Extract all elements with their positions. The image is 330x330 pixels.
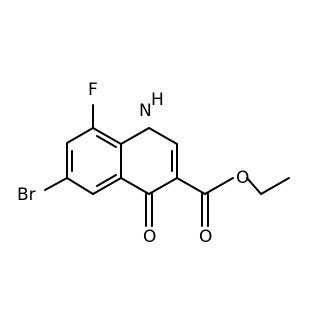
bond-n1-c2 — [148, 127, 178, 145]
ester-carbonyl-oxygen-label: O — [199, 227, 212, 247]
bond-ester-c-o — [204, 177, 234, 195]
bond-c5-c6 — [66, 177, 94, 195]
bromine-label: Br — [17, 185, 36, 205]
bond-c8a-n1 — [120, 127, 150, 145]
fluorine-label: F — [88, 80, 98, 100]
bond-c8-c7 — [66, 127, 94, 144]
bond-c3-ester-c — [176, 177, 206, 195]
inner-bond-c5-c4a — [96, 174, 117, 187]
bond-c4-c4a — [120, 177, 150, 195]
ester-ether-oxygen-label: O — [236, 168, 249, 188]
nh-hydrogen-label: H — [151, 90, 164, 110]
inner-bond-c8-c8a — [96, 135, 117, 148]
ketone-oxygen-label: O — [143, 227, 156, 247]
bonds — [44, 104, 290, 227]
nitrogen-label: N — [139, 101, 152, 121]
bond-c3-c4 — [148, 177, 178, 195]
bond-ch2-ch3 — [260, 177, 290, 195]
bond-c4a-c5 — [92, 177, 122, 195]
bond-c8-c8a — [92, 127, 122, 145]
atom-labels: F Br H N O O O — [17, 80, 249, 247]
bond-c6-br — [44, 177, 68, 191]
bond-o-ch2 — [246, 177, 262, 195]
